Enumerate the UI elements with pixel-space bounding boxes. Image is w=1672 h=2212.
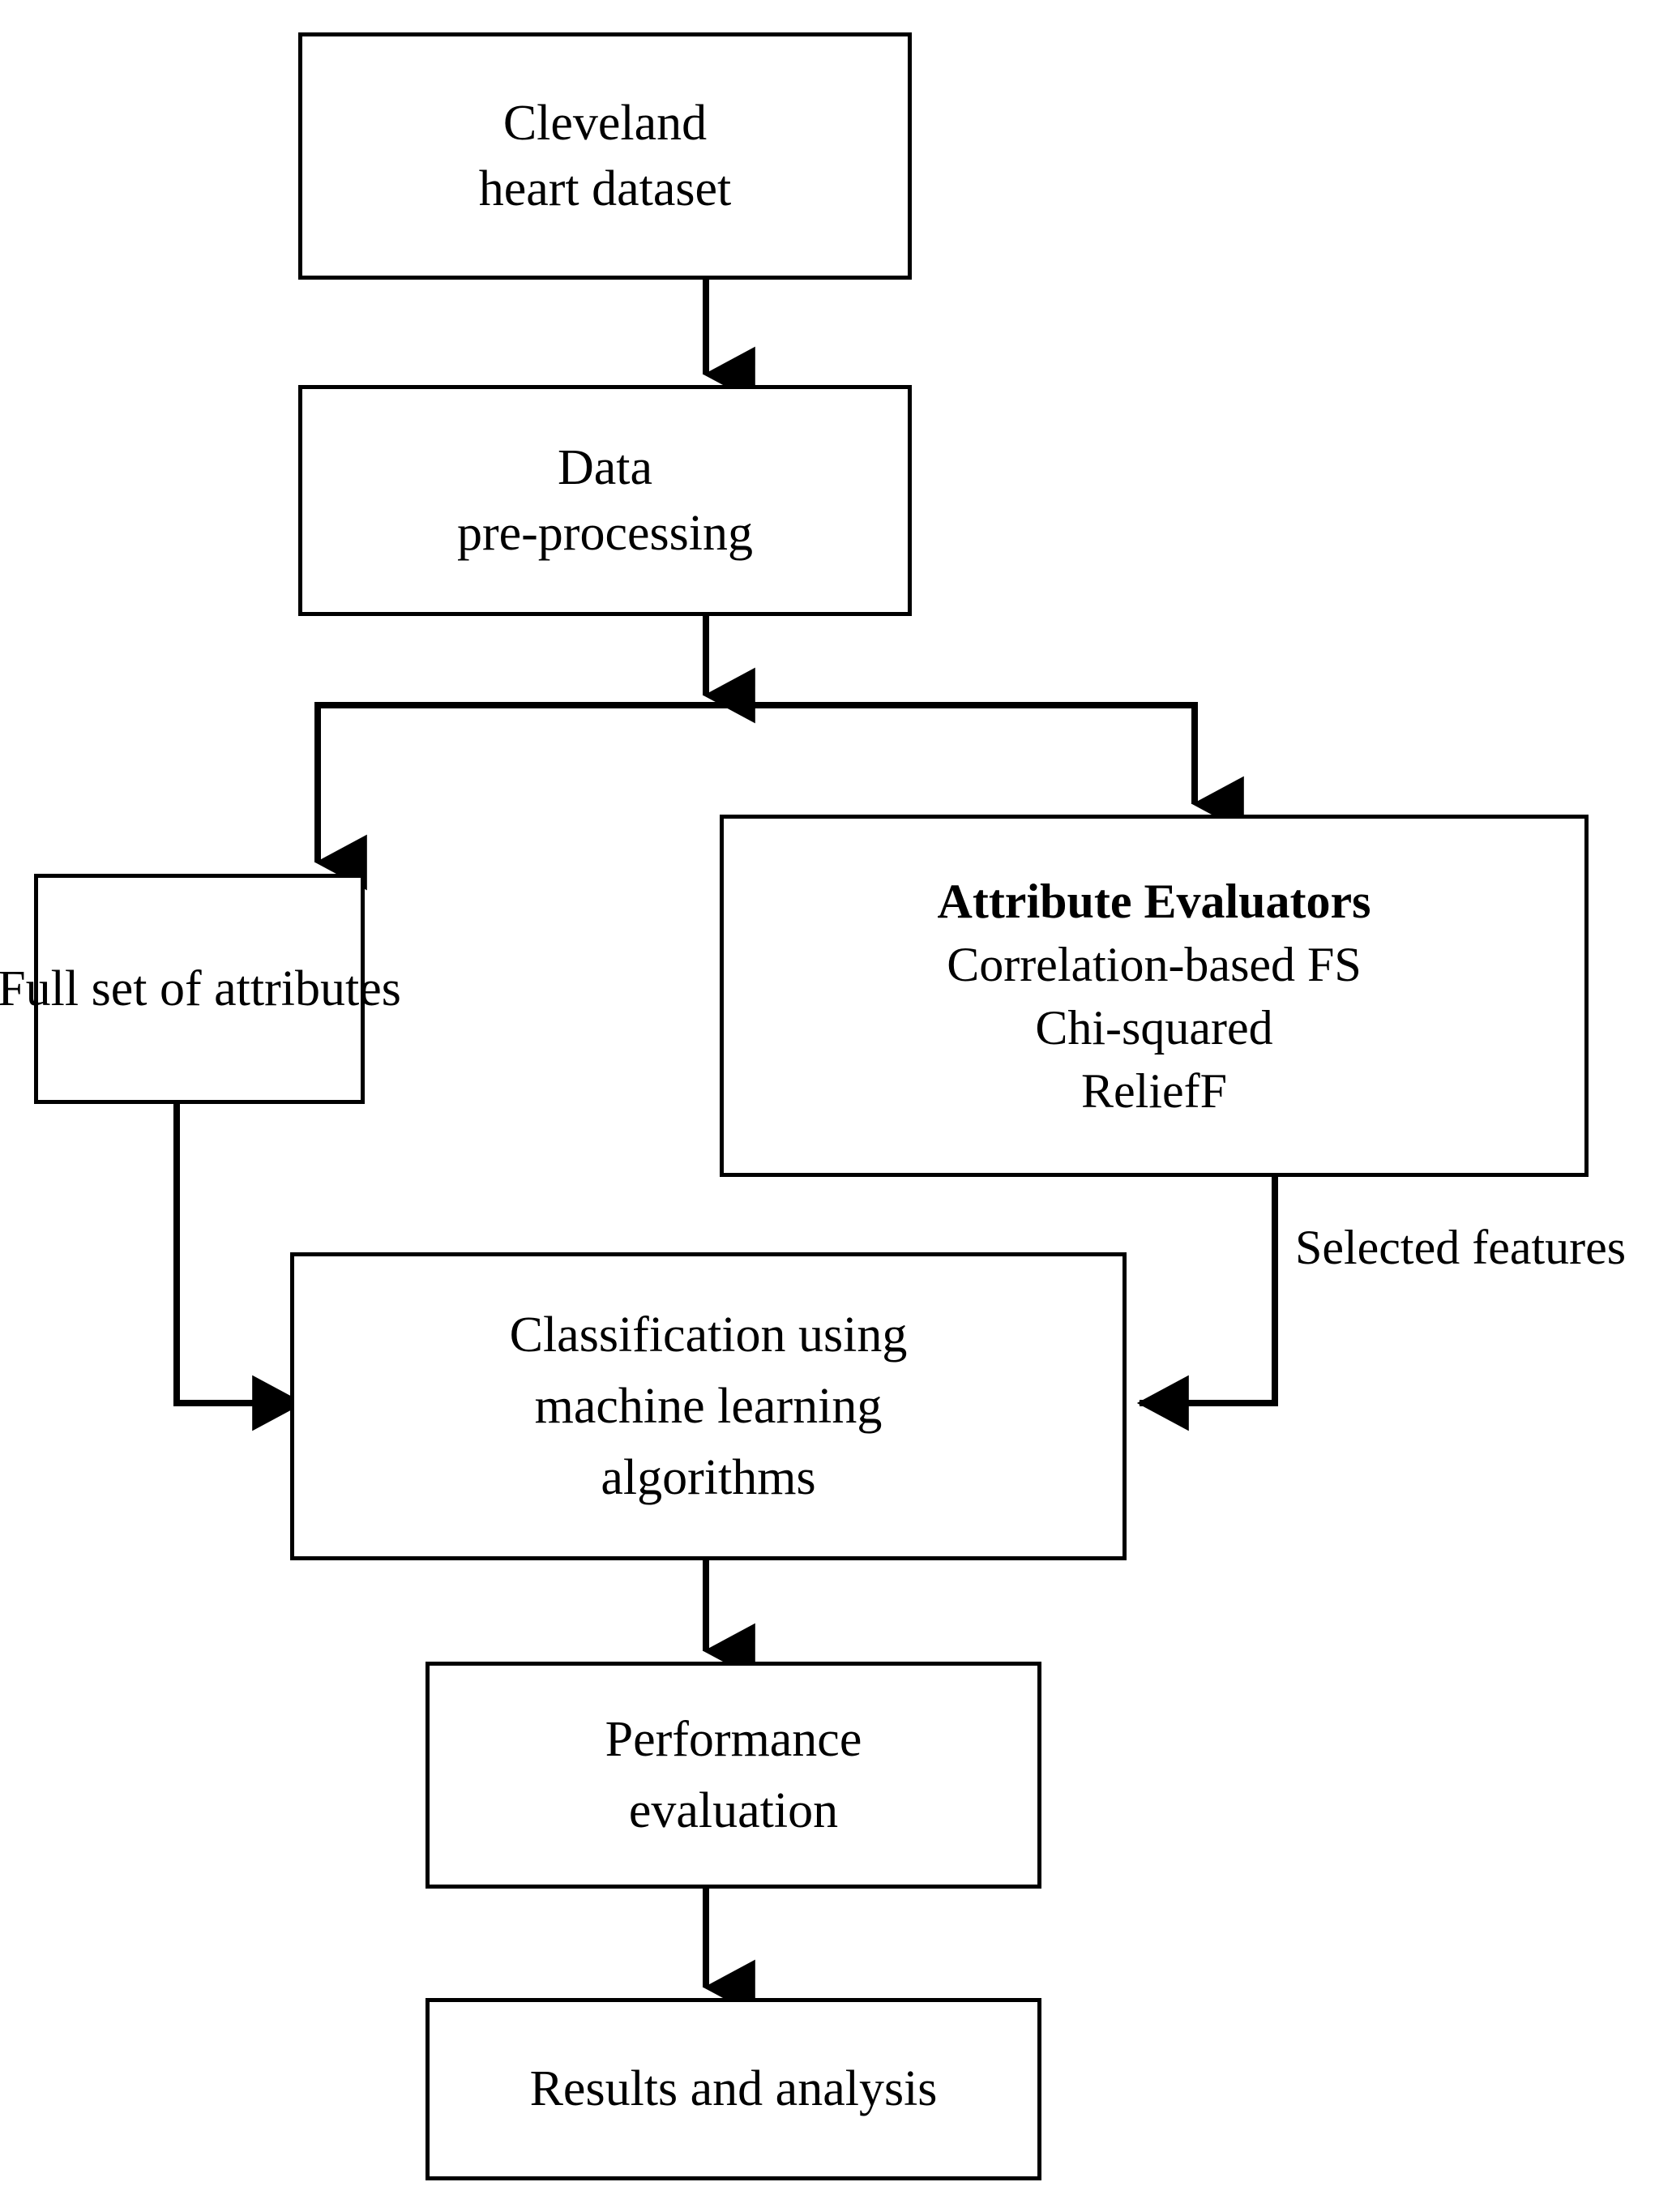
node-cleveland-heart-dataset[interactable]: Cleveland heart dataset bbox=[298, 32, 912, 280]
node-classification-line-2: machine learning bbox=[534, 1378, 883, 1434]
node-cleveland-line-1: Cleveland bbox=[502, 95, 708, 151]
node-attribute-evaluators-header: Attribute Evaluators bbox=[937, 874, 1371, 928]
node-preprocessing-line-1: Data bbox=[557, 439, 653, 495]
edge-label-selected-features: Selected features bbox=[1295, 1216, 1626, 1280]
node-performance-evaluation[interactable]: Performance evaluation bbox=[425, 1662, 1041, 1889]
node-full-set-label: Full set of attributes bbox=[0, 961, 401, 1016]
node-attribute-evaluators-item-1: Correlation-based FS bbox=[947, 937, 1362, 991]
node-results-and-analysis[interactable]: Results and analysis bbox=[425, 1998, 1041, 2180]
node-full-set-of-attributes[interactable]: Full set of attributes bbox=[0, 874, 401, 1104]
node-data-preprocessing[interactable]: Data pre-processing bbox=[298, 385, 912, 616]
node-attribute-evaluators-item-3: ReliefF bbox=[1081, 1063, 1227, 1118]
node-preprocessing-line-2: pre-processing bbox=[457, 505, 753, 561]
node-attribute-evaluators[interactable]: Attribute Evaluators Correlation-based F… bbox=[720, 815, 1589, 1177]
edge-label-selected-features-line-1: Selected bbox=[1295, 1221, 1460, 1274]
connector-full-set-to-classification bbox=[173, 1104, 305, 1431]
node-classification-line-1: Classification using bbox=[509, 1307, 908, 1363]
node-cleveland-line-2: heart dataset bbox=[478, 160, 732, 216]
node-classification-line-3: algorithms bbox=[601, 1450, 816, 1506]
node-classification-using-ml-algorithms[interactable]: Classification using machine learning al… bbox=[290, 1252, 1127, 1560]
node-attribute-evaluators-item-2: Chi-squared bbox=[1035, 1000, 1273, 1055]
node-performance-line-2: evaluation bbox=[628, 1783, 839, 1838]
node-results-label: Results and analysis bbox=[529, 2061, 938, 2117]
connector-attribute-evaluators-to-classification bbox=[1136, 1177, 1278, 1431]
node-performance-line-1: Performance bbox=[605, 1711, 862, 1767]
edge-label-selected-features-line-2: features bbox=[1472, 1221, 1627, 1274]
